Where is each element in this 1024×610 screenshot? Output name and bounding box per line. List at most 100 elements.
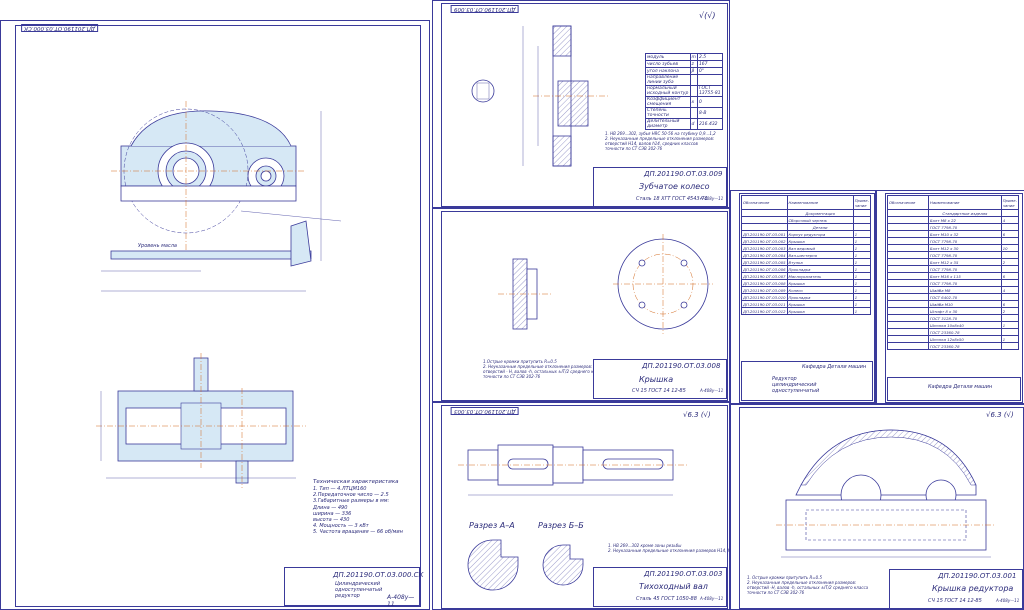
spec-org: Кафедра Детали машин [928, 384, 993, 390]
spec-row: ГОСТ 7798-70 [887, 265, 1020, 273]
title-block: ДП.201190.ОТ.03.008 Крышка СЧ 15 ГОСТ 14… [593, 359, 727, 399]
drawing-title: Тихоходный вал [639, 582, 708, 591]
sheet-cover: 1.Острые кромки притупить R=0.5 2. Неука… [432, 208, 730, 402]
spec-row: ГОСТ 7798-70 [887, 251, 1020, 259]
drawing-code: ДП.201190.ОТ.03.009 [644, 170, 723, 178]
organization: А-408у—11 [700, 196, 724, 201]
sheet-frame [441, 405, 728, 609]
title-block: ДП.201190.ОТ.03.009 Зубчатое колесо Стал… [593, 167, 727, 207]
spec-row: ГОСТ 23360-78 [887, 342, 1020, 350]
gearbox-front-view [101, 101, 342, 292]
spec-row: ГОСТ 6402-70 [887, 293, 1020, 301]
material: СЧ 15 ГОСТ 14 12-85 [632, 388, 686, 394]
spec-line: Длина — 490 [313, 504, 348, 511]
specs-list: 1. Тип — 4.ЛТЦМ160 2.Передаточное число … [313, 486, 403, 536]
sheet-assembly: ДП.201190.ОТ.03.000.СК Уровень масла Тех… [0, 20, 430, 610]
technical-notes: 1. НВ 269...302, зубья HRC 50-56 на глуб… [605, 131, 716, 151]
organization: А-408у—11 [700, 596, 724, 601]
material: Сталь 45 ГОСТ 1050-88 [636, 596, 697, 602]
drawing-code: ДП.201190.ОТ.03.008 [642, 362, 721, 370]
organization: А-408у—11 [700, 388, 724, 393]
spec-title: Редуктор цилиндрический одноступенчатый [772, 376, 820, 394]
material: Сталь 18 ХГТ ГОСТ 4543-71 [636, 196, 708, 202]
param-row: направление линии зуба [645, 74, 724, 86]
spec-line: 2.Передаточное число — 2.5 [313, 492, 389, 499]
technical-notes: 1. Острые кромки притупить R=0.5 2. Неук… [747, 575, 869, 595]
title-block: Кафедра Детали машин Редуктор цилиндриче… [741, 361, 873, 401]
drawing-title: Зубчатое колесо [639, 182, 710, 191]
oil-level-label: Уровень масла [138, 243, 177, 249]
spec-line: высота — 430 [313, 517, 350, 524]
spec-row: ГОСТ 7798-70 [887, 279, 1020, 287]
spec-row: ГОСТ 23360-78 [887, 328, 1020, 336]
spec-row: ГОСТ 7798-70 [887, 237, 1020, 245]
roughness-symbol: √6.3 (√) [986, 411, 1014, 419]
spec-line: 3.Габаритные размеры в мм: [313, 498, 390, 505]
sheet-housing-cover: √6.3 (√) 1. Острые кромки притупить R=0.… [730, 404, 1024, 610]
drawing-title: Крышка редуктора [932, 584, 1014, 593]
title-block: ДП.201190.ОТ.03.000.СК Цилиндрический од… [284, 567, 424, 608]
shaft-drawing [458, 444, 688, 496]
title-block: ДП.201190.ОТ.03.003 Тихоходный вал Сталь… [593, 567, 727, 607]
title-block: Кафедра Детали машин [887, 377, 1021, 401]
specs-title: Техническая характеристика [313, 479, 399, 485]
organization: А-408у—11 [387, 594, 415, 608]
sheet-tag: ДП.201190.ОТ.03.003 [451, 407, 519, 415]
spec-row: ГОСТ 7798-70 [887, 223, 1020, 231]
sheet-frame [885, 193, 1023, 403]
gearbox-top-view [96, 353, 306, 488]
technical-notes: 1.Острые кромки притупить R=0.5 2. Неука… [483, 359, 605, 379]
organization: А-408у—11 [996, 598, 1020, 603]
drawing-title: Крышка [639, 375, 674, 384]
sheet-frame [441, 3, 728, 207]
spec-line: 5. Частота вращения — 66 об/мин [313, 529, 403, 536]
spec-line: 1. Тип — 4.ЛТЦМ160 [313, 486, 367, 492]
spec-row: ГОСТ 3128-70 [887, 314, 1020, 322]
roughness-symbol: √6.3 (√) [683, 411, 711, 419]
sheet-output-shaft: ДП.201190.ОТ.03.003 √6.3 (√) Разрез А–А … [432, 402, 737, 610]
sheet-frame [15, 25, 421, 607]
spec-org: Кафедра Детали машин [802, 364, 867, 370]
housing-cover-drawing [776, 429, 996, 558]
spec-line: 4. Мощность — 3 кВт [313, 523, 369, 530]
technical-notes: 1. НВ 269...302 кроме зоны резьбы 2. Неу… [608, 543, 737, 553]
sheet-frame [441, 211, 728, 401]
drawing-title: Цилиндрический одноступенчатый редуктор [335, 581, 383, 599]
drawing-code: ДП.201190.ОТ.03.001 [938, 572, 1017, 580]
roughness-symbol: √(√) [699, 11, 716, 20]
title-block: ДП.201190.ОТ.03.001 Крышка редуктора СЧ … [889, 569, 1023, 609]
section-b-label: Разрез Б–Б [538, 521, 584, 530]
material: СЧ 15 ГОСТ 14 12-85 [928, 598, 982, 604]
section-a-label: Разрез А–А [469, 521, 515, 530]
spec-line: ширина — 336 [313, 510, 352, 517]
drawing-code: ДП.201190.ОТ.03.003 [644, 570, 723, 578]
